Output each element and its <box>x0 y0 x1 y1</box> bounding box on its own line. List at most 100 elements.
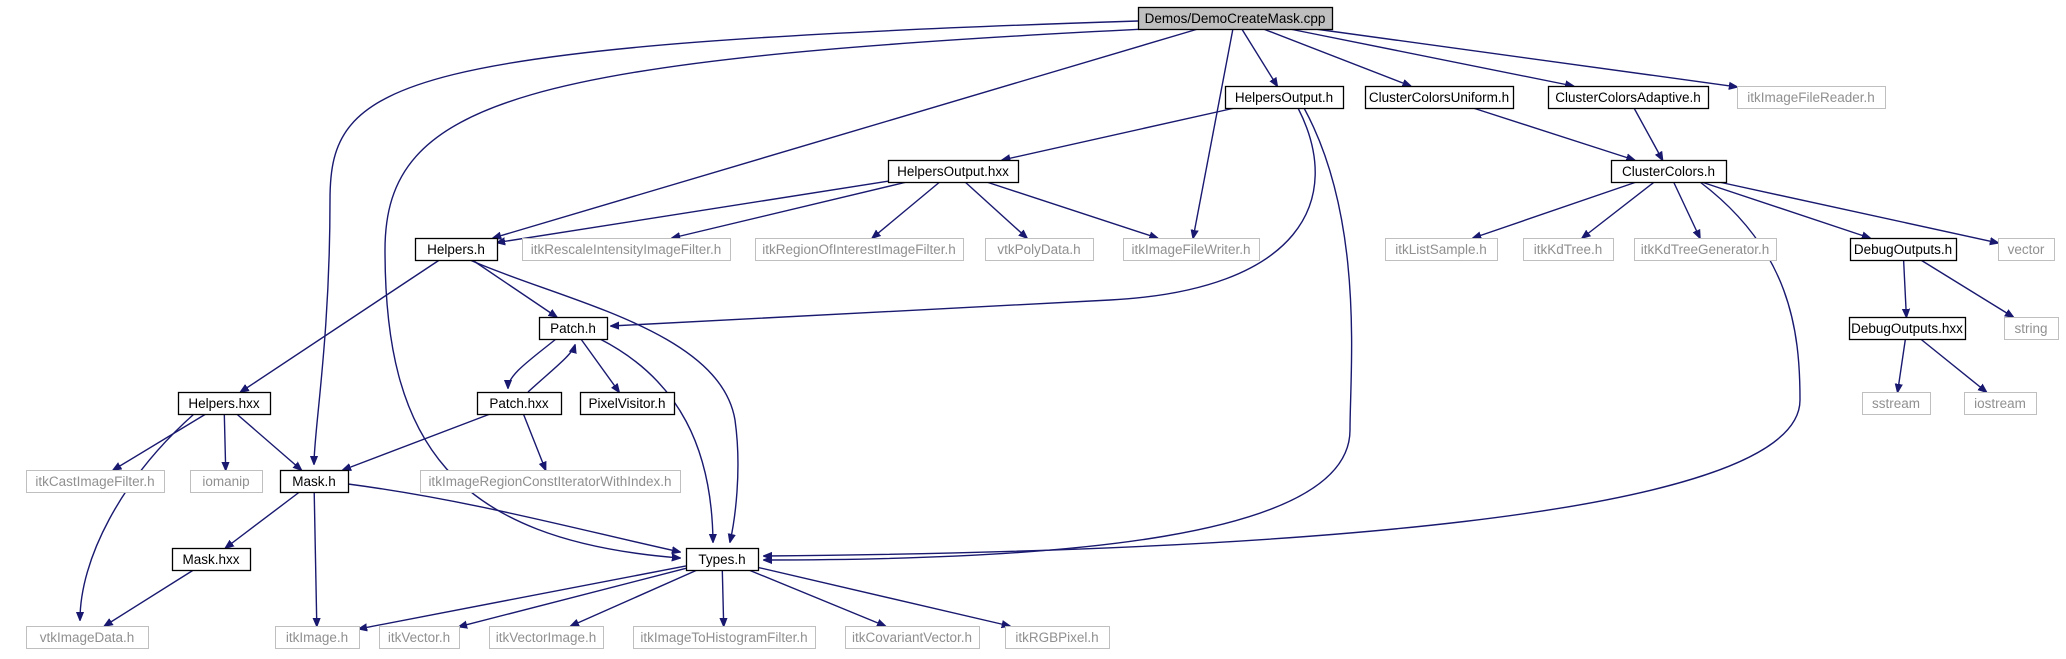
edge-debugOutputsH-to-debugOutputsHxx <box>1904 259 1907 317</box>
edge-maskH-to-itkImage <box>314 491 317 626</box>
edge-helpersOutputHxx-to-vtkPolyData <box>964 181 1027 238</box>
node-vector: vector <box>1998 238 2055 261</box>
node-patchH[interactable]: Patch.h <box>538 316 609 341</box>
node-helpersOutputHxx[interactable]: HelpersOutput.hxx <box>887 159 1020 184</box>
node-box <box>1005 626 1110 649</box>
node-clusterColors[interactable]: ClusterColors.h <box>1610 159 1728 184</box>
node-box <box>1123 238 1260 261</box>
node-label: ClusterColorsUniform.h <box>1369 90 1509 105</box>
edge-root-to-ccUniform <box>1263 28 1410 86</box>
node-label: itkImageFileWriter.h <box>1131 242 1250 257</box>
node-box <box>1385 238 1498 261</box>
node-label: Patch.hxx <box>489 396 549 411</box>
node-maskHxx[interactable]: Mask.hxx <box>171 547 252 572</box>
edge-maskH-to-typesH <box>347 483 680 552</box>
node-patchHxx[interactable]: Patch.hxx <box>476 391 563 416</box>
edge-helpersOutputH-to-patchH <box>611 107 1316 326</box>
node-label: itkListSample.h <box>1395 242 1487 257</box>
node-string: string <box>2004 317 2059 340</box>
edge-typesH-to-itkVectorImage <box>571 569 698 626</box>
node-box <box>1862 392 1931 415</box>
node-itkListSample: itkListSample.h <box>1385 238 1498 261</box>
node-box <box>1224 85 1345 110</box>
node-box <box>414 237 499 262</box>
node-root[interactable]: Demos/DemoCreateMask.cpp <box>1137 6 1334 31</box>
edge-typesH-to-itkHistogram <box>722 569 723 626</box>
node-itkRescale: itkRescaleIntensityImageFilter.h <box>522 238 731 261</box>
node-box <box>1364 85 1515 110</box>
node-debugOutputsHxx[interactable]: DebugOutputs.hxx <box>1848 316 1967 341</box>
node-label: Helpers.h <box>427 242 485 257</box>
edge-patchHxx-to-itkRegionConstIter <box>522 413 545 470</box>
edge-helpersHxx-to-vtkImageData <box>80 413 195 620</box>
node-itkCast: itkCastImageFilter.h <box>26 470 165 493</box>
node-label: itkRegionOfInterestImageFilter.h <box>762 242 956 257</box>
node-label: itkVectorImage.h <box>496 630 597 645</box>
node-itkROI: itkRegionOfInterestImageFilter.h <box>755 238 964 261</box>
node-label: PixelVisitor.h <box>588 396 665 411</box>
node-box <box>755 238 964 261</box>
node-label: Helpers.hxx <box>188 396 260 411</box>
node-box <box>279 469 350 494</box>
node-box <box>1137 6 1334 31</box>
node-pixelVisitor[interactable]: PixelVisitor.h <box>579 391 676 416</box>
node-box <box>887 159 1020 184</box>
node-label: Demos/DemoCreateMask.cpp <box>1145 11 1326 26</box>
edge-typesH-to-itkImage <box>359 565 687 629</box>
node-label: HelpersOutput.hxx <box>897 164 1009 179</box>
node-box <box>26 626 149 649</box>
node-box <box>985 238 1094 261</box>
node-label: HelpersOutput.h <box>1235 90 1333 105</box>
node-label: itkKdTreeGenerator.h <box>1641 242 1770 257</box>
node-debugOutputsH[interactable]: DebugOutputs.h <box>1849 237 1958 262</box>
node-maskH[interactable]: Mask.h <box>279 469 350 494</box>
edge-helpersH-to-helpersHxx <box>241 259 440 392</box>
node-label: vector <box>2008 242 2045 257</box>
node-box <box>1523 238 1614 261</box>
node-label: vtkImageData.h <box>40 630 135 645</box>
node-ccUniform[interactable]: ClusterColorsUniform.h <box>1364 85 1515 110</box>
node-box <box>489 626 604 649</box>
edge-helpersOutputHxx-to-itkFileWriter <box>986 181 1158 238</box>
edge-typesH-to-itkVector <box>459 567 687 626</box>
edge-maskH-to-maskHxx <box>226 491 300 548</box>
edge-root-to-typesH <box>384 28 1147 558</box>
node-box <box>26 470 165 493</box>
edge-patchHxx-to-maskH <box>343 413 491 470</box>
edge-patchHxx-to-patchH <box>527 345 575 393</box>
node-helpersH[interactable]: Helpers.h <box>414 237 499 262</box>
node-itkHistogram: itkImageToHistogramFilter.h <box>633 626 816 649</box>
edge-helpersHxx-to-iomanip <box>224 413 225 470</box>
edge-helpersOutputHxx-to-helpersH <box>497 180 889 242</box>
node-itkKdTreeGen: itkKdTreeGenerator.h <box>1634 238 1777 261</box>
node-box <box>476 391 563 416</box>
node-label: Types.h <box>698 552 745 567</box>
node-label: itkImage.h <box>286 630 348 645</box>
node-box <box>633 626 816 649</box>
node-label: ClusterColorsAdaptive.h <box>1555 90 1701 105</box>
node-ccAdaptive[interactable]: ClusterColorsAdaptive.h <box>1547 85 1710 110</box>
node-label: iostream <box>1974 396 2026 411</box>
node-label: vtkPolyData.h <box>997 242 1080 257</box>
node-label: sstream <box>1872 396 1920 411</box>
node-box <box>579 391 676 416</box>
edge-debugOutputsHxx-to-iostream <box>1920 338 1987 392</box>
edge-clusterColors-to-itkKdTree <box>1582 181 1655 238</box>
node-helpersOutputH[interactable]: HelpersOutput.h <box>1224 85 1345 110</box>
node-helpersHxx[interactable]: Helpers.hxx <box>177 391 272 416</box>
edge-clusterColors-to-itkKdTreeGen <box>1672 181 1700 238</box>
edge-maskHxx-to-vtkImageData <box>105 569 194 626</box>
node-box <box>538 316 609 341</box>
node-box <box>171 547 252 572</box>
node-itkCovariant: itkCovariantVector.h <box>845 626 980 649</box>
edge-root-to-maskH <box>314 20 1139 464</box>
node-itkFileReader: itkImageFileReader.h <box>1737 86 1886 109</box>
edge-ccUniform-to-clusterColors <box>1472 107 1634 160</box>
edge-clusterColors-to-itkListSample <box>1473 181 1637 238</box>
edge-helpersOutputHxx-to-itkROI <box>872 181 941 238</box>
node-typesH[interactable]: Types.h <box>685 547 760 572</box>
node-label: itkImageRegionConstIteratorWithIndex.h <box>428 474 671 489</box>
node-box <box>1849 237 1958 262</box>
